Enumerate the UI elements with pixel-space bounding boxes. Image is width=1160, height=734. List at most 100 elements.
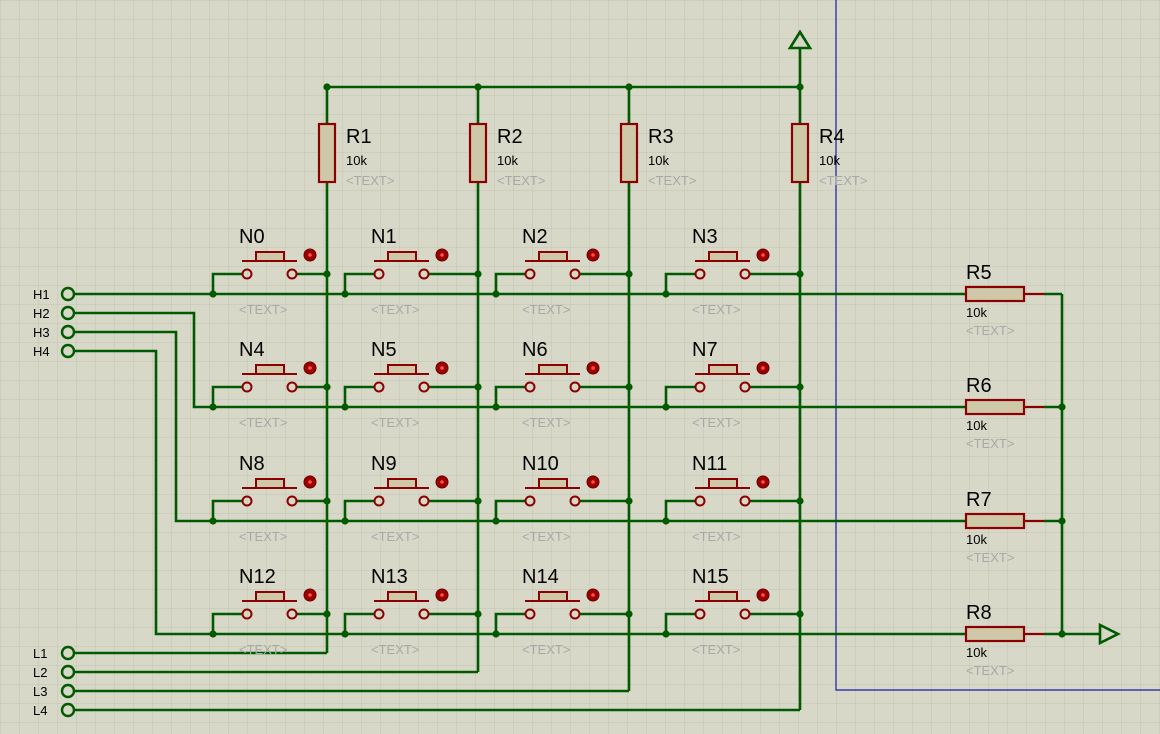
junction-dot bbox=[625, 83, 633, 91]
button-left-lead[interactable] bbox=[211, 612, 242, 634]
pullup-resistor-4[interactable] bbox=[790, 122, 810, 184]
button-left-lead[interactable] bbox=[343, 385, 374, 407]
row-resistor-7[interactable] bbox=[964, 512, 1026, 530]
resistor-value-label: 10k bbox=[346, 153, 367, 168]
button-plunger[interactable] bbox=[387, 591, 417, 602]
io-port-terminal[interactable] bbox=[60, 702, 76, 718]
button-plunger[interactable] bbox=[255, 364, 285, 375]
junction-dot bbox=[796, 610, 804, 618]
button-left-lead[interactable] bbox=[343, 612, 374, 634]
button-text-placeholder: <TEXT> bbox=[692, 302, 740, 317]
io-port-terminal[interactable] bbox=[60, 286, 76, 302]
button-plunger[interactable] bbox=[387, 478, 417, 489]
button-left-lead[interactable] bbox=[494, 499, 525, 521]
resistor-ref-label: R7 bbox=[966, 489, 992, 511]
junction-dot bbox=[492, 517, 500, 525]
button-plunger[interactable] bbox=[708, 251, 738, 262]
junction-dot bbox=[341, 517, 349, 525]
button-text-placeholder: <TEXT> bbox=[239, 642, 287, 657]
io-port-label: H4 bbox=[33, 344, 50, 359]
button-pad bbox=[241, 495, 253, 507]
junction-dot bbox=[341, 403, 349, 411]
io-port-terminal[interactable] bbox=[60, 683, 76, 699]
indicator-highlight bbox=[440, 593, 444, 597]
button-left-lead[interactable] bbox=[664, 612, 695, 634]
button-ref-label: N8 bbox=[239, 453, 265, 475]
button-pad bbox=[373, 495, 385, 507]
indicator-highlight bbox=[440, 366, 444, 370]
button-plunger[interactable] bbox=[387, 251, 417, 262]
junction-dot bbox=[341, 290, 349, 298]
resistor-ref-label: R1 bbox=[346, 126, 372, 148]
button-pad bbox=[739, 268, 751, 280]
io-port-terminal[interactable] bbox=[60, 664, 76, 680]
button-plunger[interactable] bbox=[708, 591, 738, 602]
pullup-resistor-2[interactable] bbox=[468, 122, 488, 184]
io-port-terminal[interactable] bbox=[60, 343, 76, 359]
button-pad bbox=[373, 608, 385, 620]
junction-dot bbox=[625, 270, 633, 278]
button-pad bbox=[739, 381, 751, 393]
button-plunger[interactable] bbox=[538, 251, 568, 262]
junction-dot bbox=[492, 403, 500, 411]
button-plunger[interactable] bbox=[255, 478, 285, 489]
row-resistor-6[interactable] bbox=[964, 398, 1026, 416]
button-text-placeholder: <TEXT> bbox=[371, 529, 419, 544]
resistor-text-placeholder: <TEXT> bbox=[966, 663, 1014, 678]
resistor-value-label: 10k bbox=[648, 153, 669, 168]
button-plunger[interactable] bbox=[708, 478, 738, 489]
junction-dot bbox=[625, 610, 633, 618]
row-resistor-8[interactable] bbox=[964, 625, 1026, 643]
button-left-lead[interactable] bbox=[494, 272, 525, 294]
io-port-terminal[interactable] bbox=[60, 324, 76, 340]
indicator-highlight bbox=[761, 253, 765, 257]
button-left-lead[interactable] bbox=[664, 272, 695, 294]
button-plunger[interactable] bbox=[255, 591, 285, 602]
io-port-terminal[interactable] bbox=[60, 645, 76, 661]
button-plunger[interactable] bbox=[708, 364, 738, 375]
H3-wire[interactable] bbox=[71, 330, 966, 523]
button-text-placeholder: <TEXT> bbox=[522, 415, 570, 430]
row-resistor-5[interactable] bbox=[964, 285, 1026, 303]
pullup-resistor-1[interactable] bbox=[317, 122, 337, 184]
button-plunger[interactable] bbox=[538, 478, 568, 489]
button-left-lead[interactable] bbox=[343, 499, 374, 521]
button-ref-label: N4 bbox=[239, 339, 265, 361]
button-pad bbox=[418, 268, 430, 280]
junction-dot bbox=[323, 497, 331, 505]
pullup-resistor-3[interactable] bbox=[619, 122, 639, 184]
button-pad bbox=[286, 381, 298, 393]
button-plunger[interactable] bbox=[255, 251, 285, 262]
button-plunger[interactable] bbox=[538, 364, 568, 375]
indicator-highlight bbox=[308, 253, 312, 257]
button-left-lead[interactable] bbox=[211, 272, 242, 294]
power-terminal-arrow-icon[interactable] bbox=[787, 29, 813, 50]
button-left-lead[interactable] bbox=[343, 272, 374, 294]
resistor-value-label: 10k bbox=[966, 418, 987, 433]
button-plunger[interactable] bbox=[538, 591, 568, 602]
button-pad bbox=[241, 381, 253, 393]
resistor-ref-label: R3 bbox=[648, 126, 674, 148]
button-left-lead[interactable] bbox=[494, 385, 525, 407]
H4-wire[interactable] bbox=[71, 349, 966, 636]
button-ref-label: N13 bbox=[371, 566, 408, 588]
button-pad bbox=[241, 268, 253, 280]
io-port-terminal[interactable] bbox=[60, 305, 76, 321]
button-ref-label: N5 bbox=[371, 339, 397, 361]
button-pad bbox=[524, 495, 536, 507]
resistor-ref-label: R5 bbox=[966, 262, 992, 284]
button-left-lead[interactable] bbox=[494, 612, 525, 634]
button-text-placeholder: <TEXT> bbox=[239, 529, 287, 544]
button-plunger[interactable] bbox=[387, 364, 417, 375]
button-left-lead[interactable] bbox=[664, 499, 695, 521]
junction-dot bbox=[474, 497, 482, 505]
button-left-lead[interactable] bbox=[211, 385, 242, 407]
junction-dot bbox=[1058, 403, 1066, 411]
junction-dot bbox=[474, 610, 482, 618]
button-left-lead[interactable] bbox=[211, 499, 242, 521]
output-terminal-arrow-icon[interactable] bbox=[1098, 622, 1121, 646]
H2-wire[interactable] bbox=[71, 311, 966, 409]
button-pad bbox=[418, 608, 430, 620]
button-left-lead[interactable] bbox=[664, 385, 695, 407]
